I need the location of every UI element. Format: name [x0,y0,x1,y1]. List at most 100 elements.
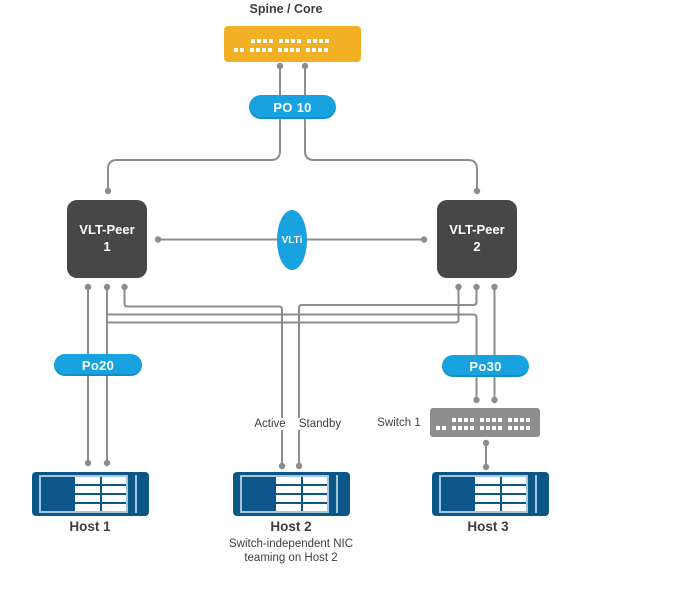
port-square [290,48,294,52]
port-square [306,48,310,52]
port-square [307,39,311,43]
port-square [458,418,462,422]
port-square [257,39,261,43]
connection-dot [103,459,111,467]
port-group [234,48,244,52]
port-square [520,426,524,430]
wire [123,288,283,465]
server-block [242,477,276,511]
port-square [325,39,329,43]
server-drive-grid [276,477,327,511]
host2-caption-line2: teaming on Host 2 [244,551,338,564]
switch-port-row [452,418,530,422]
connection-dot [104,187,112,195]
port-square [452,418,456,422]
port-square [520,418,524,422]
nic-active-label: Active [240,418,300,430]
server-cap-divider [535,475,537,513]
vlt-peer-2-node: VLT-Peer 2 [437,200,517,278]
connection-dot [473,396,480,404]
connection-dot [84,283,92,291]
port-square [297,39,301,43]
host1-label: Host 1 [69,519,111,534]
host2-label: Host 2 [270,519,312,534]
port-square [256,48,260,52]
port-square [284,48,288,52]
vlt-peer-1-number: 1 [103,239,111,254]
connection-dot [491,396,498,404]
connection-dot [103,283,111,291]
port-group [508,418,530,422]
port-square [526,418,530,422]
port-group [452,418,474,422]
port-square [313,39,317,43]
port-square [442,426,446,430]
switch1-label: Switch 1 [377,417,421,429]
server-drive-grid [75,477,126,511]
port-group [251,39,273,43]
connection-dot [482,439,490,447]
port-group [307,39,329,43]
spine-core-label: Spine / Core [249,2,323,16]
vlt-peer-1-node: VLT-Peer 1 [67,200,147,278]
server-block [41,477,75,511]
port-square [324,48,328,52]
connection-dot [276,62,284,70]
switch1-icon [430,408,540,437]
wire [298,288,478,465]
port-channel-po30-badge: Po30 [442,355,529,377]
port-square [291,39,295,43]
port-group [278,48,300,52]
connection-dot [455,283,462,291]
switch-port-row [251,39,329,43]
port-square [263,39,267,43]
port-square [480,418,484,422]
port-square [296,48,300,52]
connection-dot [154,236,162,243]
switch-port-row [436,426,530,430]
port-square [312,48,316,52]
connection-dot [278,462,286,470]
port-square [526,426,530,430]
wire [107,288,460,324]
port-square [464,426,468,430]
port-square [279,39,283,43]
port-channel-po10-badge: PO 10 [249,95,336,119]
port-square [470,418,474,422]
host3-label: Host 3 [467,519,509,534]
port-square [234,48,238,52]
switch-port-row [234,48,328,52]
connection-dot [491,283,498,291]
port-square [250,48,254,52]
wire [107,66,281,189]
connection-dot [121,283,128,291]
wire [304,66,478,189]
port-square [285,39,289,43]
port-group [250,48,272,52]
port-square [508,426,512,430]
port-square [452,426,456,430]
port-group [480,426,502,430]
port-square [480,426,484,430]
host1-server-icon [32,472,149,516]
server-front-panel [439,475,528,513]
port-group [436,426,446,430]
port-square [269,39,273,43]
connection-dot [420,236,428,243]
port-square [240,48,244,52]
port-square [464,418,468,422]
port-group [306,48,328,52]
port-group [480,418,502,422]
host2-caption: Switch-independent NIC teaming on Host 2 [191,538,391,566]
port-group [279,39,301,43]
port-square [262,48,266,52]
port-square [486,418,490,422]
port-square [319,39,323,43]
port-square [278,48,282,52]
port-square [458,426,462,430]
connection-dot [482,463,490,471]
port-square [486,426,490,430]
port-square [498,426,502,430]
vlt-peer-2-number: 2 [473,239,481,254]
